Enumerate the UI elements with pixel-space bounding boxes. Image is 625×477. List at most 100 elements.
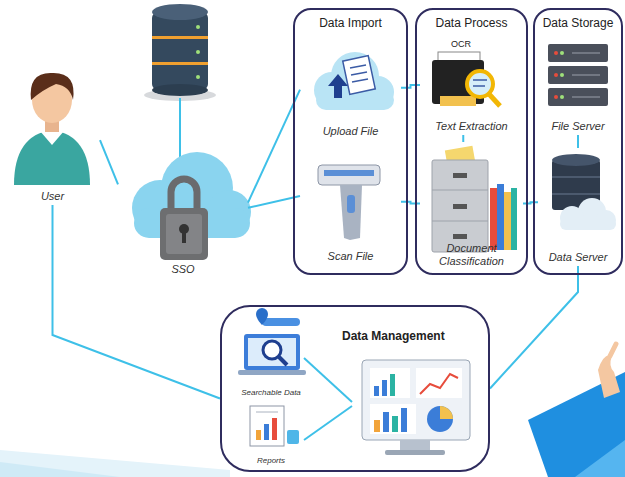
upload-icon [328,74,348,98]
connector-line [523,202,538,203]
report-icon [250,406,284,446]
database-icon [196,50,200,54]
item-label: Text Extraction [435,120,507,133]
sso-cloud: SSO [118,148,248,278]
data-server-icon [560,218,616,230]
corner-decoration [575,440,625,477]
process-item: OCR Text Extraction [420,35,523,135]
cabinet-icon [432,190,488,191]
data-server-icon [552,154,616,230]
search-icon [262,318,300,326]
dashboard-icon [374,420,380,432]
dashboard-icon [362,360,470,440]
upload-icon [343,56,376,95]
dashboard-icon [385,450,445,455]
stage-panel: Data StorageFile ServerData Server [533,8,623,275]
user-figure [14,130,90,185]
upload-icon [352,79,368,82]
item-label: Data Server [549,251,608,264]
database-icon [196,75,200,79]
file-server-icon [548,44,608,62]
search-icon [238,370,306,375]
panel-heading: Data Process [435,16,507,30]
dashboard-icon [382,380,387,396]
database-icon [152,36,208,39]
item-label: OCR [451,39,471,50]
scanner-icon [318,165,380,185]
dashboard-icon [374,386,379,396]
sso-cloud [160,208,208,260]
data-server-icon [552,154,600,166]
cabinet-icon [453,234,467,239]
stage-panel: Data ProcessOCRText ExtractionDocument C… [415,8,528,275]
user-figure [14,73,90,185]
dashboard-icon [420,374,458,394]
cabinet-icon [432,221,488,222]
dashboard-icon [362,360,470,455]
cabinet-icon [453,204,467,209]
search-icon [256,308,268,325]
data-server-icon [552,194,600,195]
background-band [0,462,120,477]
data-server-icon [552,177,600,178]
management-item: Searchable Data [232,312,310,400]
file-server-icon [548,88,608,106]
search-icon [263,341,281,359]
item-label: Upload File [323,125,379,138]
connector-line [577,135,579,148]
storage-item: Data Server [538,148,618,266]
ocr-icon [489,94,500,106]
database-icon [152,4,208,20]
item-label: Searchable Data [241,389,301,398]
search-icon [248,338,296,366]
user-figure [40,131,64,145]
file-server-icon [554,51,558,55]
file-server-icon [548,66,608,84]
connector-line [462,135,464,142]
search-icon [279,357,287,365]
file-server-icon [560,51,564,55]
corner-decoration [610,344,616,356]
feed-lines [304,406,352,440]
feed-lines [304,358,352,440]
upload-icon [350,65,366,68]
dashboard-icon [400,440,430,450]
storage-item: File Server [538,35,618,135]
connector-line [401,85,420,88]
dashboard-icon [390,374,395,396]
user-figure: User [5,70,100,205]
report-icon [287,430,299,444]
dashboard-icon [401,408,407,432]
item-label: Scan File [328,250,374,263]
upload-icon [314,52,394,110]
file-server-icon [560,95,564,99]
dashboard-icon [440,406,453,419]
cabinet-icon [511,188,517,250]
report-icon [256,412,278,413]
connector-line [100,140,118,184]
panel-heading: Data Import [319,16,382,30]
ocr-icon [473,85,485,87]
ocr-icon [467,71,493,97]
item-label: Reports [257,457,285,466]
panel-heading: Data Storage [543,16,614,30]
database-icon [196,25,200,29]
import-item: Scan File [300,150,401,265]
connector-line [53,205,221,399]
sso-cloud [166,214,202,254]
feed-lines [304,358,352,402]
dashboard-icon [383,412,389,432]
background-band [0,450,230,477]
database-icon [144,4,216,160]
corner-decoration [598,355,620,398]
dashboard-icon [427,406,453,432]
cabinet-icon [432,160,488,252]
upload-icon [351,72,367,75]
report-icon [256,430,261,440]
file-server-icon [572,97,600,98]
dashboard-icon [370,404,416,434]
file-server-icon [548,44,608,106]
connector-line [401,202,420,204]
